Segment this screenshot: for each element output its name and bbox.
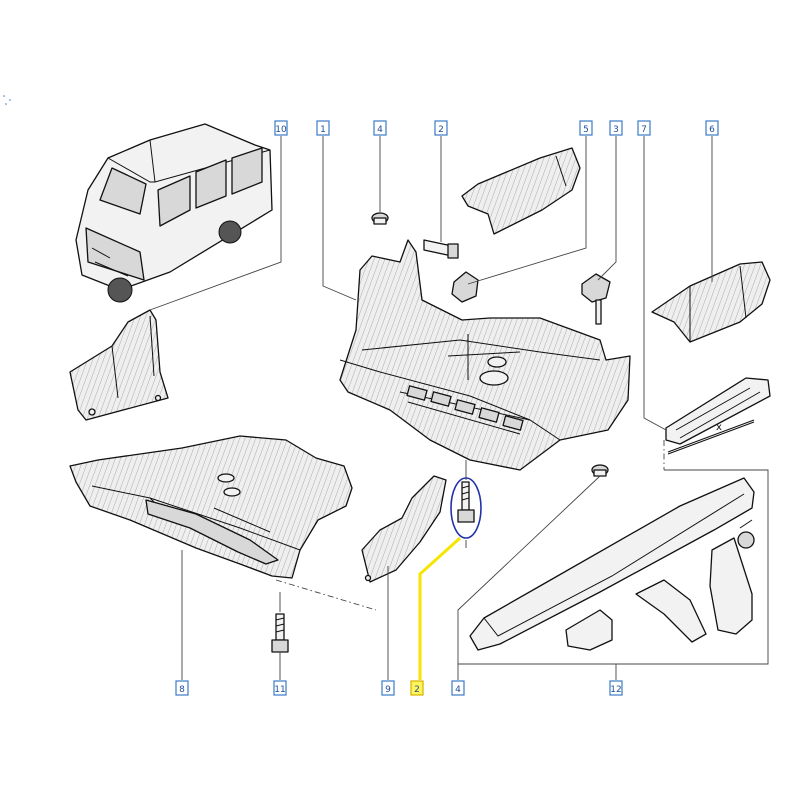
callout-box bbox=[579, 120, 593, 136]
fastener-4-grommet-lower bbox=[591, 464, 609, 477]
callout-label: 6 bbox=[709, 125, 715, 135]
leader-lines bbox=[149, 136, 769, 680]
callout-box bbox=[609, 120, 623, 136]
callout-box bbox=[381, 680, 395, 696]
part-5-upper-shield bbox=[461, 147, 581, 235]
callout-label: 4 bbox=[377, 125, 383, 135]
callout-box bbox=[273, 680, 287, 696]
part-12-crossmember bbox=[469, 477, 755, 651]
callout-box bbox=[175, 680, 189, 696]
callout-label: 9 bbox=[385, 685, 391, 695]
callout-box bbox=[609, 680, 623, 696]
callout-2b: 2 bbox=[410, 680, 424, 696]
callout-1: 1 bbox=[316, 120, 330, 136]
part-10-side-shield bbox=[69, 309, 169, 421]
highlight-leader bbox=[418, 536, 462, 680]
callout-box bbox=[373, 120, 387, 136]
callout-9: 9 bbox=[381, 680, 395, 696]
part-9-bracket bbox=[361, 475, 447, 583]
callout-8: 8 bbox=[175, 680, 189, 696]
callout-group: 10 1 4 2 5 3 7 6 8 11 9 2 4 12 bbox=[175, 120, 719, 696]
fastener-2-bolt-top bbox=[423, 239, 459, 259]
callout-label: 3 bbox=[613, 125, 619, 135]
callout-box bbox=[410, 680, 424, 696]
callout-12: 12 bbox=[609, 680, 623, 696]
callout-5: 5 bbox=[579, 120, 593, 136]
callout-box bbox=[637, 120, 651, 136]
callout-11: 11 bbox=[273, 680, 287, 696]
callout-2a: 2 bbox=[434, 120, 448, 136]
fastener-2-bolt-highlighted bbox=[450, 477, 482, 539]
callout-label: 5 bbox=[583, 125, 589, 135]
callout-box bbox=[274, 120, 288, 136]
callout-label: 11 bbox=[274, 685, 285, 695]
part-7-rail bbox=[663, 377, 771, 470]
callout-10: 10 bbox=[274, 120, 288, 136]
callout-label: 1 bbox=[320, 125, 326, 135]
dimension-label: x bbox=[716, 422, 722, 433]
callout-label: 8 bbox=[179, 685, 185, 695]
part-1-vents bbox=[406, 385, 524, 431]
callout-4a: 4 bbox=[373, 120, 387, 136]
callout-6: 6 bbox=[705, 120, 719, 136]
callout-box bbox=[316, 120, 330, 136]
dimension-x: x bbox=[667, 421, 755, 455]
callout-4b: 4 bbox=[451, 680, 465, 696]
callout-label: 2 bbox=[438, 125, 444, 135]
callout-3: 3 bbox=[609, 120, 623, 136]
part-6-side-shield bbox=[651, 261, 771, 343]
fastener-clip-left bbox=[451, 271, 479, 303]
callout-label: 2 bbox=[414, 685, 420, 695]
part-8-lower-undershield bbox=[69, 435, 353, 579]
part-1-engine-undershield bbox=[339, 239, 631, 471]
callout-box bbox=[451, 680, 465, 696]
corner-marks bbox=[3, 95, 11, 105]
callout-7: 7 bbox=[637, 120, 651, 136]
fastener-4-grommet bbox=[371, 212, 389, 225]
fastener-3-clip-bolt bbox=[581, 273, 611, 325]
callout-label: 10 bbox=[275, 125, 287, 135]
van-illustration bbox=[75, 123, 273, 303]
callout-box bbox=[705, 120, 719, 136]
callout-label: 12 bbox=[610, 685, 621, 695]
callout-label: 4 bbox=[455, 685, 461, 695]
fastener-11-bolt bbox=[271, 613, 289, 653]
callout-box bbox=[434, 120, 448, 136]
callout-label: 7 bbox=[641, 125, 647, 135]
